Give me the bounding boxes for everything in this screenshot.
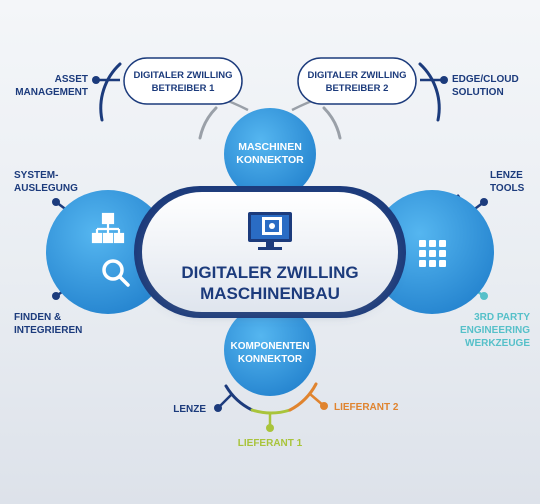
bottom-node-line1: KOMPONENTEN xyxy=(231,341,310,352)
label-third-party-line2: ENGINEERING xyxy=(460,325,530,336)
top-node xyxy=(224,108,316,200)
center-pill xyxy=(134,186,406,318)
label-edge-line2: SOLUTION xyxy=(452,87,504,98)
pill-left-line2: BETREIBER 1 xyxy=(152,83,216,94)
label-edge-line1: EDGE/CLOUD xyxy=(452,74,519,85)
label-system-line2: AUSLEGUNG xyxy=(14,183,78,194)
label-finden-line1: FINDEN & xyxy=(14,312,61,323)
label-lenze-tools-line2: TOOLS xyxy=(490,183,525,194)
left-node xyxy=(46,190,170,314)
label-third-party-line3: WERKZEUGE xyxy=(465,338,530,349)
pill-right-line1: DIGITALER ZWILLING xyxy=(307,70,406,81)
label-asset-line2: MANAGEMENT xyxy=(15,87,88,98)
pill-left-line1: DIGITALER ZWILLING xyxy=(133,70,232,81)
bottom-node-line2: KONNEKTOR xyxy=(238,354,303,365)
top-node-line1: MASCHINEN xyxy=(238,141,302,153)
bottom-node xyxy=(224,304,316,396)
center-title-line1: DIGITALER ZWILLING xyxy=(181,263,358,282)
label-system-line1: SYSTEM- xyxy=(14,170,58,181)
label-lieferant-1: LIEFERANT 1 xyxy=(238,438,303,449)
magnifier-icon xyxy=(102,259,130,287)
label-asset-line1: ASSET xyxy=(55,74,88,85)
pill-right-line2: BETREIBER 2 xyxy=(326,83,389,94)
label-third-party-line1: 3RD PARTY xyxy=(474,312,530,323)
grid-tiles-icon xyxy=(419,240,446,267)
leader-dots xyxy=(52,76,488,300)
top-node-line2: KONNEKTOR xyxy=(236,154,304,166)
label-finden-line2: INTEGRIEREN xyxy=(14,325,82,336)
network-hierarchy-icon xyxy=(91,212,125,244)
label-lieferant-2: LIEFERANT 2 xyxy=(334,402,399,413)
pill-betreiber-1 xyxy=(123,57,243,105)
digital-twin-monitor-icon xyxy=(248,212,292,250)
label-lenze: LENZE xyxy=(173,404,206,415)
label-lenze-tools-line1: LENZE xyxy=(490,170,523,181)
center-title-line2: MASCHINENBAU xyxy=(200,284,340,303)
bottom-arcs xyxy=(224,382,318,415)
pill-betreiber-2 xyxy=(297,57,417,105)
bottom-leaders xyxy=(214,393,328,432)
pill-arcs xyxy=(99,62,441,140)
